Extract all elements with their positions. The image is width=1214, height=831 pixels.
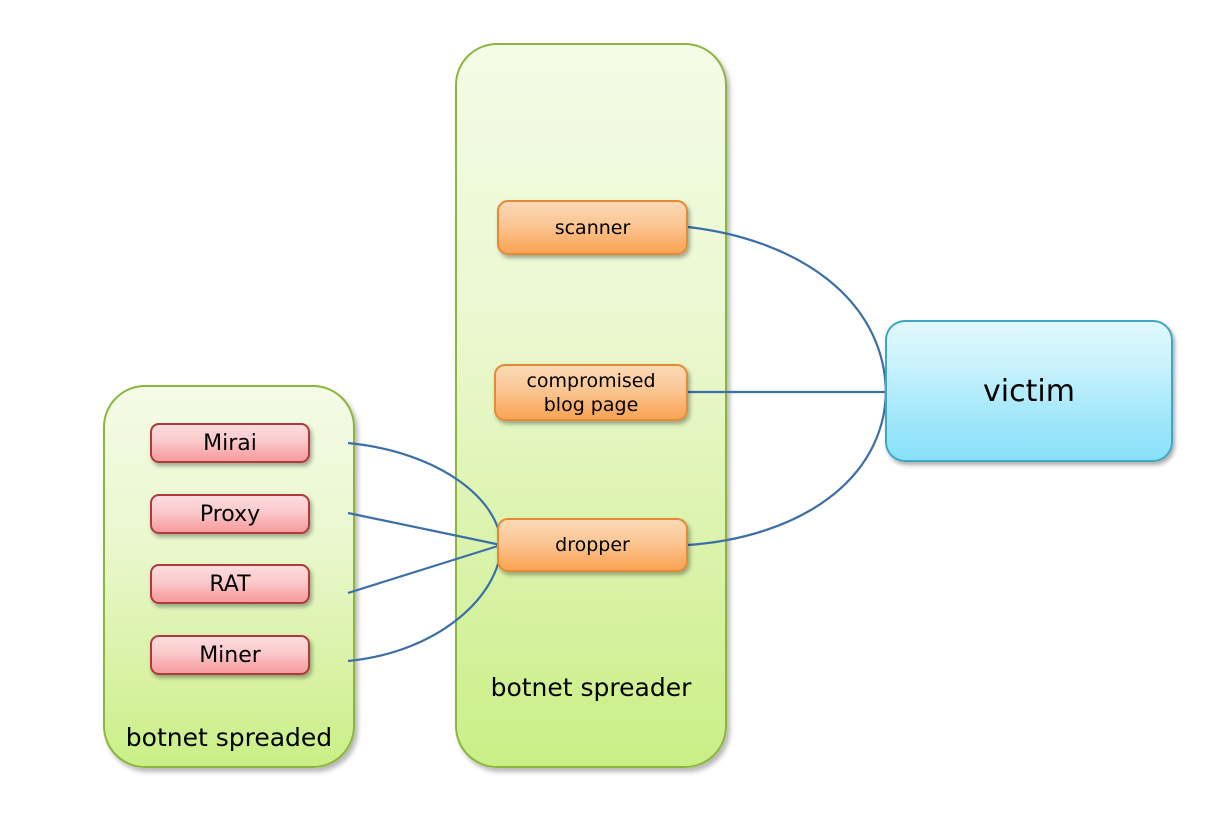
node-proxy[interactable]: Proxy [150,494,310,534]
node-rat-label: RAT [209,571,251,597]
node-dropper[interactable]: dropper [497,518,688,572]
node-mirai-label: Mirai [203,430,257,456]
node-scanner[interactable]: scanner [497,200,688,255]
node-scanner-label: scanner [554,216,631,239]
node-miner[interactable]: Miner [150,635,310,675]
node-mirai[interactable]: Mirai [150,423,310,463]
node-dropper-label: dropper [555,534,630,556]
node-proxy-label: Proxy [199,501,261,527]
label-botnet-spreaded: botnet spreaded [125,723,333,752]
label-botnet-spreader: botnet spreader [490,673,692,702]
node-rat[interactable]: RAT [150,564,310,604]
node-victim[interactable]: victim [885,320,1173,462]
node-compromised-blog-page-label-line2: blog page [543,393,639,416]
node-compromised-blog-page-label-line1: compromised [526,369,656,392]
node-compromised-blog-page[interactable]: compromised blog page [494,364,688,421]
node-miner-label: Miner [199,642,261,668]
node-victim-label: victim [983,373,1075,409]
